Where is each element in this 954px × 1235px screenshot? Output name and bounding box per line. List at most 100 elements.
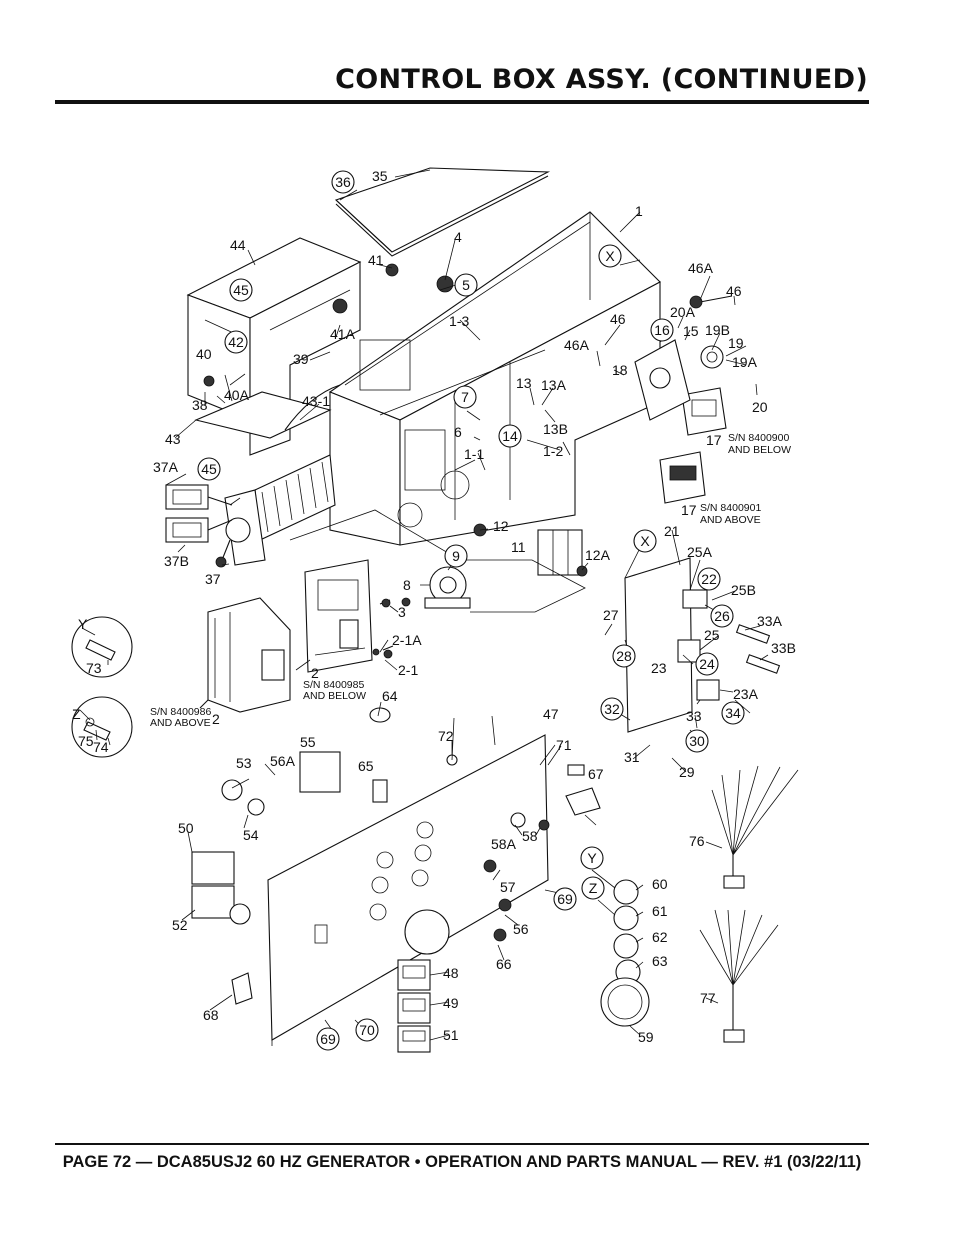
- callout-8: 8: [403, 577, 411, 593]
- callout-18: 18: [612, 362, 628, 378]
- front-control-panel: [267, 734, 549, 1046]
- callout-70: 70: [359, 1022, 375, 1038]
- page-title: CONTROL BOX ASSY. (CONTINUED): [335, 64, 868, 95]
- callout-49: 49: [443, 995, 459, 1011]
- note-sn-8400985-l2: AND BELOW: [303, 690, 366, 702]
- callout-15: 15: [683, 323, 699, 339]
- callout-28: 28: [616, 648, 632, 664]
- note-sn-8400900-l2: AND BELOW: [728, 444, 791, 456]
- callout-19: 19: [728, 335, 744, 351]
- callout-circle-16: [650, 318, 674, 342]
- callout-circle-30: [685, 729, 709, 753]
- callout-9: 9: [452, 548, 460, 564]
- callout-45a: 45: [233, 282, 249, 298]
- callout-44: 44: [230, 237, 246, 253]
- callout-circle-70: [355, 1018, 379, 1042]
- lead-wire-boundary: [289, 509, 586, 613]
- callout-4: 4: [454, 229, 462, 245]
- callout-68: 68: [203, 1007, 219, 1023]
- callout-circle-69a: [553, 887, 577, 911]
- callout-20: 20: [752, 399, 768, 415]
- note-sn-8400986-l2: AND ABOVE: [150, 717, 211, 729]
- callout-71: 71: [556, 737, 572, 753]
- callout-circle-Z: [581, 876, 605, 900]
- callout-46A-mid: 46A: [564, 337, 590, 353]
- callout-24: 24: [699, 656, 715, 672]
- callout-34: 34: [725, 705, 741, 721]
- callout-46A-top: 46A: [688, 260, 714, 276]
- callout-labels: 36 35 1 44 4 X 41 46A 5 45 46 41A 1-3 46…: [72, 168, 796, 1047]
- callout-Y-left: Y: [78, 616, 88, 632]
- callout-25B: 25B: [731, 582, 756, 598]
- header-rule: [55, 100, 869, 104]
- callout-circle-32: [600, 697, 624, 721]
- callout-circle-14: [498, 424, 522, 448]
- control-box-frame: [328, 211, 661, 546]
- component-panel: [624, 557, 720, 733]
- callout-12A: 12A: [585, 547, 611, 563]
- callout-31: 31: [624, 749, 640, 765]
- fuse-holder-bracket: [634, 295, 733, 421]
- callout-2-small: 2: [311, 665, 319, 681]
- callout-56: 56: [513, 921, 529, 937]
- callout-7: 7: [461, 389, 469, 405]
- callout-2-1A: 2-1A: [392, 632, 422, 648]
- callout-circle-9: [444, 544, 468, 568]
- callout-33A: 33A: [757, 613, 783, 629]
- callout-13B: 13B: [543, 421, 568, 437]
- hour-meter-old: [681, 387, 727, 436]
- callout-25: 25: [704, 627, 720, 643]
- callout-26: 26: [714, 608, 730, 624]
- callout-56A: 56A: [270, 753, 296, 769]
- callout-47: 47: [543, 706, 559, 722]
- top-cover-panel: [334, 167, 551, 257]
- callout-2-1: 2-1: [398, 662, 418, 678]
- side-bracket-panels: [186, 237, 362, 456]
- callout-43: 43: [165, 431, 181, 447]
- callout-11: 11: [511, 539, 526, 555]
- callout-circle-X-panel: [633, 529, 657, 553]
- callout-55: 55: [300, 734, 316, 750]
- callout-72: 72: [438, 728, 454, 744]
- hour-meter-new: [659, 451, 706, 504]
- callout-57: 57: [500, 879, 516, 895]
- callout-circle-34: [721, 701, 745, 725]
- callout-66: 66: [496, 956, 512, 972]
- callout-73: 73: [86, 660, 102, 676]
- callout-5: 5: [462, 277, 470, 293]
- callout-Y-right: Y: [587, 850, 597, 866]
- callout-circle-42: [224, 330, 248, 354]
- gauges: [600, 879, 650, 1027]
- callout-circle-7: [453, 385, 477, 409]
- callout-Z-right: Z: [589, 880, 598, 896]
- callout-17b: 17: [681, 502, 697, 518]
- callout-67: 67: [588, 766, 604, 782]
- callout-1-1: 1-1: [464, 446, 484, 462]
- callout-45b: 45: [201, 461, 217, 477]
- wire-harness-76: [711, 765, 799, 889]
- callout-circle-22: [697, 567, 721, 591]
- callout-58A: 58A: [491, 836, 517, 852]
- callout-41: 41: [368, 252, 384, 268]
- callout-3: 3: [398, 604, 406, 620]
- callout-21: 21: [664, 523, 680, 539]
- wire-harness-77: [699, 909, 779, 1043]
- panel-meters: [397, 959, 431, 1053]
- callout-circle-45b: [197, 457, 221, 481]
- current-transformer: [424, 566, 471, 609]
- callout-33: 33: [686, 708, 702, 724]
- callout-circle-26: [710, 604, 734, 628]
- callout-circle-69b: [316, 1027, 340, 1051]
- footer-rule: [55, 1143, 869, 1145]
- callout-37: 37: [205, 571, 221, 587]
- callout-20A: 20A: [670, 304, 696, 320]
- callout-46-top: 46: [726, 283, 742, 299]
- callout-12: 12: [493, 518, 509, 534]
- callout-circle-36: [331, 170, 355, 194]
- note-sn-8400901-l2: AND ABOVE: [700, 514, 761, 526]
- callout-39: 39: [293, 351, 309, 367]
- callout-22: 22: [701, 571, 717, 587]
- callout-23: 23: [651, 660, 667, 676]
- callout-14: 14: [502, 428, 518, 444]
